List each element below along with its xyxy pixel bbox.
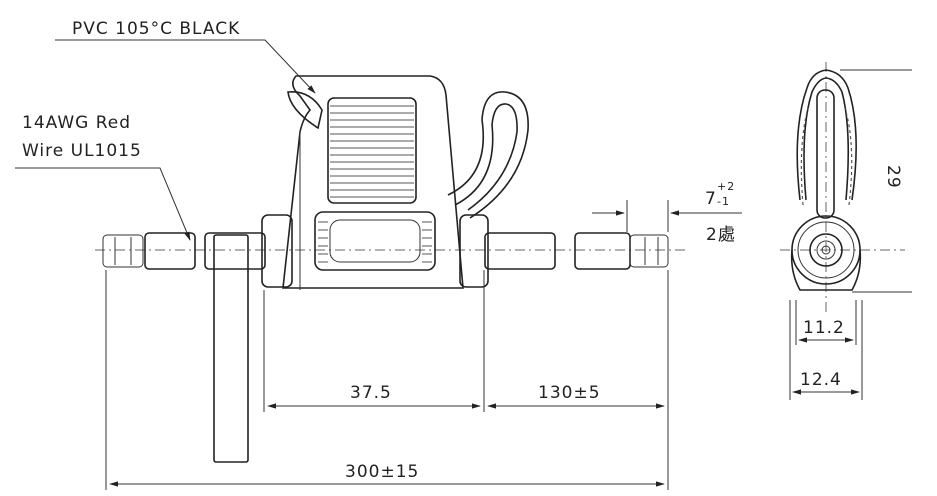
- pvc-label: PVC 105°C BLACK: [72, 19, 240, 39]
- wire-leader: [15, 167, 191, 241]
- holder-body: [261, 75, 529, 290]
- dim-2places: 2處: [706, 225, 736, 245]
- side-view: [780, 62, 905, 315]
- dim-7-minus: -1: [717, 195, 730, 208]
- dim-12-4: 12.4: [800, 370, 842, 390]
- dim-29: 29: [883, 165, 903, 189]
- dim-11-2: 11.2: [803, 318, 845, 338]
- pvc-leader: [55, 39, 316, 94]
- dim-300: 300±15: [345, 462, 419, 482]
- mounting-tab: [213, 234, 249, 463]
- right-wire: [484, 232, 669, 270]
- left-wire: [102, 232, 266, 270]
- dim-130: 130±5: [538, 383, 601, 403]
- dim-7: 7: [705, 189, 717, 209]
- wire-label-line2: Wire UL1015: [22, 141, 142, 161]
- wire-label-line1: 14AWG Red: [22, 113, 131, 133]
- dim-7-plus: +2: [717, 180, 735, 193]
- dim-37-5: 37.5: [350, 383, 392, 403]
